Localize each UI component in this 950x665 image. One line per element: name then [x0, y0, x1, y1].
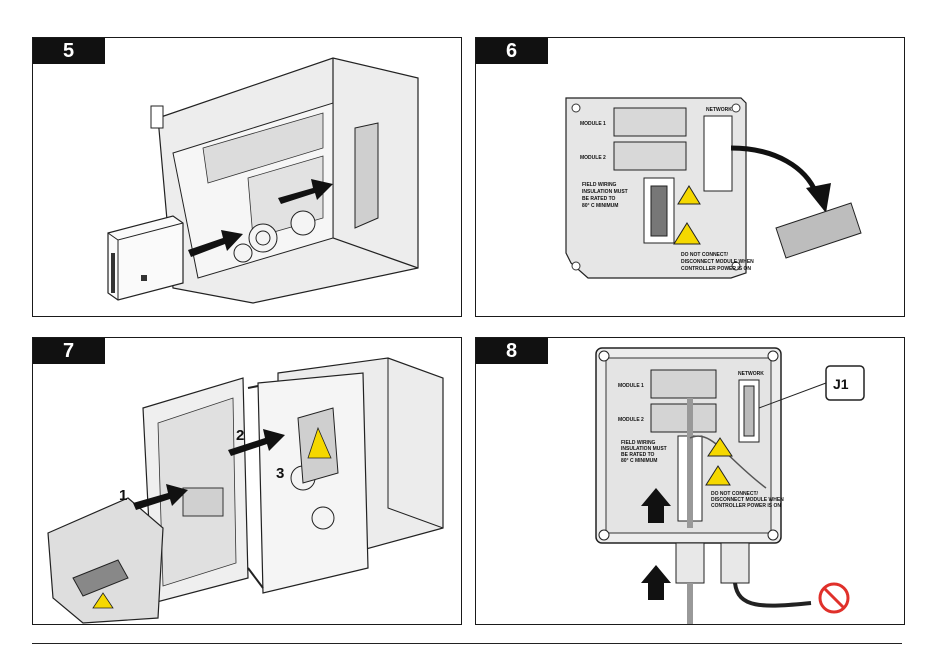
- module-2-label: MODULE 2: [580, 155, 606, 161]
- warning-icon: [705, 465, 731, 486]
- electric-hazard-icon: [677, 185, 701, 205]
- module-1-label: MODULE 1: [580, 121, 606, 127]
- step-6-panel: 6 MODULE 1 MODULE 2 NETWORK FIELD WIRING…: [475, 37, 905, 317]
- network-label: NETWORK: [738, 371, 764, 377]
- step-5-panel: 5: [32, 37, 462, 317]
- callout-3: 3: [276, 465, 284, 482]
- field-wiring-line-4: 80° C MINIMUM: [582, 203, 618, 209]
- step-5-illustration: [107, 57, 419, 304]
- warning-line-3: CONTROLLER POWER IS ON: [711, 503, 781, 509]
- field-wiring-line-1: FIELD WIRING: [621, 440, 656, 446]
- step-7-illustration: 1 2 3: [47, 357, 444, 624]
- field-wiring-line-2: INSULATION MUST: [621, 446, 667, 452]
- field-wiring-line-3: BE RATED TO: [582, 196, 616, 202]
- step-number: 8: [476, 338, 548, 364]
- step-6-illustration: MODULE 1 MODULE 2 NETWORK FIELD WIRING I…: [565, 97, 862, 279]
- field-wiring-line-4: 80° C MINIMUM: [621, 458, 657, 464]
- field-wiring-line-3: BE RATED TO: [621, 452, 655, 458]
- footer-rule: [32, 643, 902, 644]
- field-wiring-line-1: FIELD WIRING: [582, 182, 617, 188]
- warning-icon: [673, 222, 701, 245]
- field-wiring-line-2: INSULATION MUST: [582, 189, 628, 195]
- warning-line-1: DO NOT CONNECT/: [681, 252, 729, 258]
- step-8-panel: 8 MODULE 1 MODULE 2 NETWORK J1 FIELD WIR…: [475, 337, 905, 625]
- electric-hazard-icon: [707, 437, 733, 457]
- warning-line-3: CONTROLLER POWER IS ON: [681, 266, 751, 272]
- module-2-label: MODULE 2: [618, 417, 644, 423]
- warning-line-2: DISCONNECT MODULE WHEN: [681, 259, 754, 265]
- network-label: NETWORK: [706, 107, 732, 113]
- step-8-illustration: MODULE 1 MODULE 2 NETWORK J1 FIELD WIRIN…: [595, 347, 865, 624]
- step-number: 7: [33, 338, 105, 364]
- warning-line-1: DO NOT CONNECT/: [711, 491, 759, 497]
- j1-callout-box: [825, 365, 865, 401]
- step-number: 6: [476, 38, 548, 64]
- module-1-label: MODULE 1: [618, 383, 644, 389]
- callout-1: 1: [119, 487, 127, 504]
- step-7-panel: 7 1 2 3: [32, 337, 462, 625]
- warning-line-2: DISCONNECT MODULE WHEN: [711, 497, 784, 503]
- callout-2: 2: [236, 427, 244, 444]
- j1-label: J1: [833, 376, 849, 392]
- step-number: 5: [33, 38, 105, 64]
